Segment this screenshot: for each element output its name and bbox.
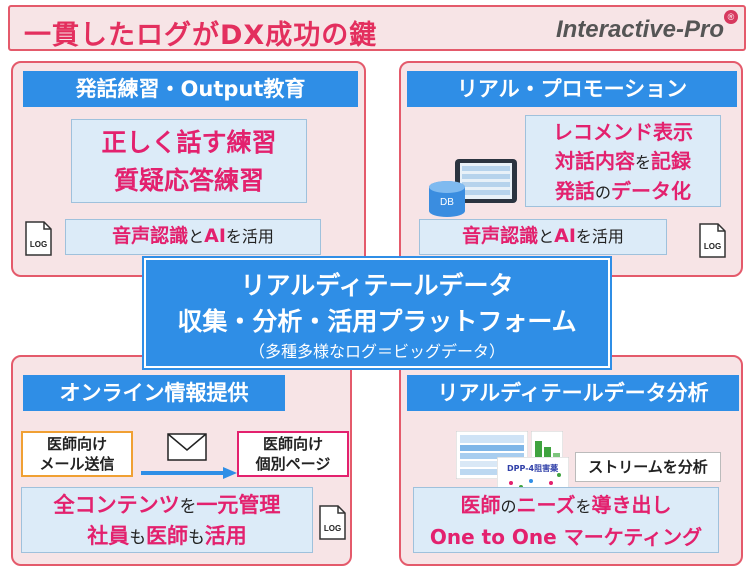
needs-line-2: One to One マーケティング <box>429 525 703 549</box>
utilize-text: を活用 <box>575 227 624 246</box>
and-text: と <box>188 227 205 246</box>
recommend-line-2: 対話内容を記録 <box>554 149 691 173</box>
header-banner: 一貫したログがDX成功の鍵 Interactive-Pro ® <box>8 5 746 51</box>
panel-title: オンライン情報提供 <box>23 375 285 411</box>
center-title-line-2: 収集・分析・活用プラットフォーム <box>177 307 577 336</box>
speech-ai-box: 音声認識とAIを活用 <box>65 219 321 255</box>
db-label: DB <box>440 197 454 208</box>
and-text: と <box>538 227 555 246</box>
log-file-icon: LOG <box>25 221 52 256</box>
log-label: LOG <box>704 242 721 251</box>
heatmap-thumbnail <box>456 431 528 479</box>
panel-title: 発話練習・Output教育 <box>23 71 358 107</box>
svg-text:DPP-4阻害薬: DPP-4阻害薬 <box>507 463 559 473</box>
speech-ai-box: 音声認識とAIを活用 <box>419 219 667 255</box>
needs-line-1: 医師のニーズを導き出し <box>460 493 672 517</box>
speech-recognition-text: 音声認識 <box>112 225 189 247</box>
ai-text: AI <box>554 225 576 247</box>
ai-text: AI <box>204 225 226 247</box>
center-subtitle: （多種多様なログ＝ビッグデータ） <box>248 342 505 361</box>
practice-line-1: 正しく話す練習 <box>101 128 277 157</box>
recommend-line-1: レコメンド表示 <box>553 120 693 144</box>
center-title-line-1: リアルディテールデータ <box>240 271 514 300</box>
content-line-2: 社員も医師も活用 <box>87 524 247 548</box>
brand-logo: Interactive-Pro <box>555 16 724 43</box>
panel-real-promotion: リアル・プロモーション レコメンド表示 対話内容を記録 発話のデータ化 DB 音… <box>399 61 743 277</box>
email-sending-box: 医師向け メール送信 <box>21 431 133 477</box>
log-label: LOG <box>324 524 341 533</box>
center-platform-box: リアルディテールデータ 収集・分析・活用プラットフォーム （多種多様なログ＝ビッ… <box>144 258 610 368</box>
envelope-icon <box>167 433 207 461</box>
log-label: LOG <box>30 240 47 249</box>
log-file-icon: LOG <box>319 505 346 540</box>
log-file-icon: LOG <box>699 223 726 258</box>
arrow-right-icon <box>141 467 237 479</box>
content-management-box: 全コンテンツを一元管理 社員も医師も活用 <box>21 487 313 553</box>
panel-title: リアルディテールデータ分析 <box>407 375 739 411</box>
content-line-1: 全コンテンツを一元管理 <box>53 493 281 517</box>
recommend-line-3: 発話のデータ化 <box>554 179 691 203</box>
panel-title: リアル・プロモーション <box>407 71 737 107</box>
registered-mark-icon: ® <box>724 10 738 24</box>
stream-analysis-label: ストリームを分析 <box>575 452 721 482</box>
utilize-text: を活用 <box>225 227 274 246</box>
speech-recognition-text: 音声認識 <box>462 225 539 247</box>
practice-box: 正しく話す練習 質疑応答練習 <box>71 119 307 203</box>
panel-output-education: 発話練習・Output教育 正しく話す練習 質疑応答練習 LOG 音声認識とAI… <box>11 61 366 277</box>
needs-marketing-box: 医師のニーズを導き出し One to One マーケティング <box>413 487 719 553</box>
personal-page-box: 医師向け 個別ページ <box>237 431 349 477</box>
panel-data-analysis: リアルディテールデータ分析 DPP-4阻害薬 ストリームを分析 医師のニーズを導… <box>399 355 743 566</box>
recommend-box: レコメンド表示 対話内容を記録 発話のデータ化 <box>525 115 721 207</box>
panel-online-info: オンライン情報提供 医師向け メール送信 医師向け 個別ページ 全コンテンツを一… <box>11 355 352 566</box>
practice-line-2: 質疑応答練習 <box>113 166 264 195</box>
header-title: 一貫したログがDX成功の鍵 <box>24 20 378 51</box>
tablet-database-icon: DB <box>429 159 517 217</box>
